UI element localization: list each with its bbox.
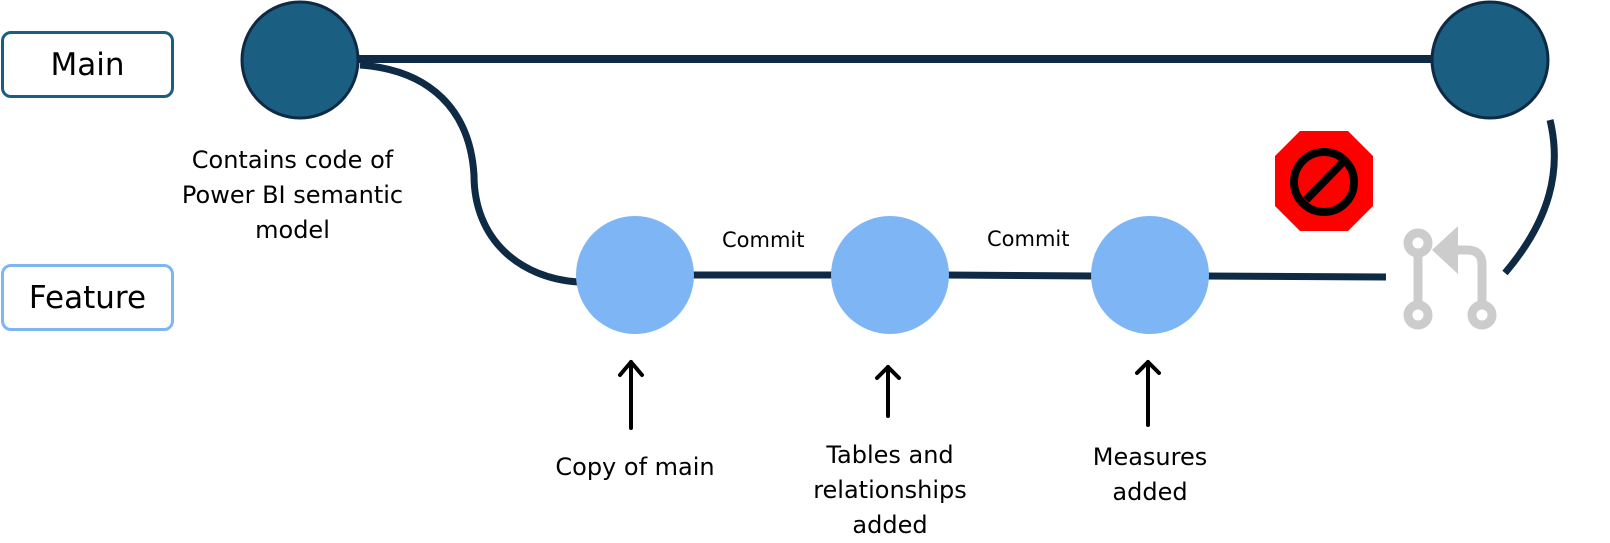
main-note: Contains code of Power BI semantic model xyxy=(170,143,415,248)
feature-commit-node-1 xyxy=(576,216,694,334)
arrow-up-icon xyxy=(618,360,644,430)
main-note-line: model xyxy=(255,216,330,244)
caption-line: added xyxy=(1112,478,1188,506)
caption-line: Measures xyxy=(1092,443,1208,471)
feature-branch-label-text: Feature xyxy=(28,279,147,316)
feature-line-2 xyxy=(944,271,1096,280)
main-commit-node-end xyxy=(1430,0,1550,120)
feature-branch-label: Feature xyxy=(1,264,174,331)
main-branch-label: Main xyxy=(1,31,174,98)
node-3-caption: Measures added xyxy=(1070,440,1230,510)
main-commit-node-start xyxy=(240,0,360,120)
commit-label-1: Commit xyxy=(722,228,805,252)
pull-request-icon xyxy=(1403,226,1497,330)
arrow-up-icon xyxy=(875,365,901,418)
main-note-line: Power BI semantic xyxy=(181,181,404,209)
stop-prohibited-icon xyxy=(1275,131,1373,231)
node-2-caption: Tables and relationships added xyxy=(780,438,1000,543)
merge-back-curve xyxy=(1502,119,1558,276)
feature-line-3 xyxy=(1204,272,1387,281)
caption-line: relationships added xyxy=(813,476,967,539)
feature-commit-node-2 xyxy=(831,216,949,334)
node-1-caption: Copy of main xyxy=(555,453,715,481)
main-branch-label-text: Main xyxy=(50,46,125,83)
caption-line: Tables and xyxy=(826,441,954,469)
main-note-line: Contains code of xyxy=(191,146,394,174)
feature-commit-node-3 xyxy=(1091,216,1209,334)
commit-label-2: Commit xyxy=(987,227,1070,251)
arrow-up-icon xyxy=(1135,360,1161,427)
branch-off-curve xyxy=(359,61,579,286)
